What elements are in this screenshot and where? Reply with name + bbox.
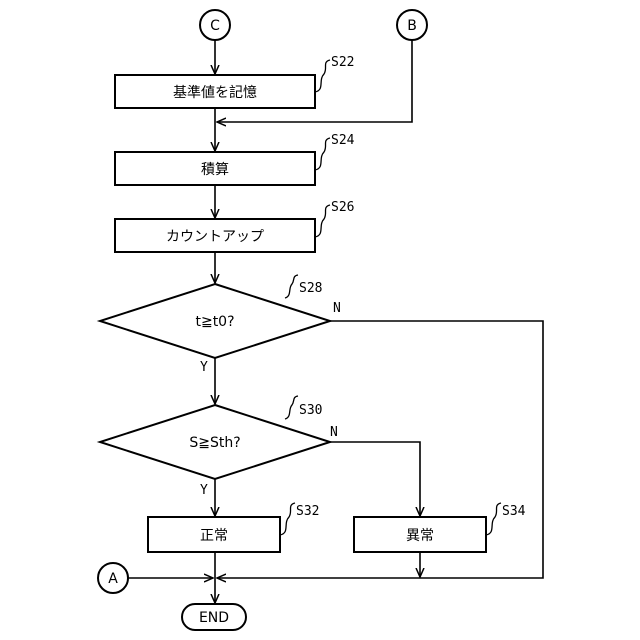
decision-s30-label: S≧Sth? [189, 435, 240, 451]
step-label-s34: S34 [502, 504, 526, 519]
process-s24: 積算 [115, 152, 315, 185]
s30-no-label: N [330, 425, 338, 440]
s28-no-label: N [333, 301, 341, 316]
step-label-s28: S28 [299, 281, 322, 296]
decision-s30: S≧Sth? [100, 405, 330, 479]
connector-c: C [200, 10, 230, 40]
process-s32-label: 正常 [200, 528, 228, 544]
process-s22-label: 基準値を記憶 [173, 84, 257, 101]
process-s34-label: 異常 [406, 528, 434, 544]
s28-yes-label: Y [200, 360, 208, 375]
process-s26-label: カウントアップ [166, 229, 264, 245]
decision-s28: t≧t0? [100, 284, 330, 358]
s24-leader [315, 138, 330, 170]
terminal-end-label: END [199, 610, 229, 626]
connector-b: B [397, 10, 427, 40]
step-label-s22: S22 [331, 55, 354, 70]
step-label-s26: S26 [331, 200, 354, 215]
connector-a: A [98, 563, 128, 593]
s22-leader [315, 60, 330, 92]
s28-leader [285, 275, 298, 298]
edge-s30-no [330, 442, 420, 516]
s30-yes-label: Y [200, 483, 208, 498]
step-label-s24: S24 [331, 133, 355, 148]
process-s26: カウントアップ [115, 219, 315, 252]
connector-b-label: B [407, 18, 417, 34]
s26-leader [315, 205, 330, 237]
terminal-end: END [182, 604, 246, 630]
s30-leader [285, 396, 298, 419]
process-s22: 基準値を記憶 [115, 75, 315, 108]
process-s32: 正常 [148, 517, 280, 552]
connector-a-label: A [108, 571, 118, 587]
step-label-s30: S30 [299, 403, 322, 418]
connector-c-label: C [210, 18, 220, 34]
s32-leader [280, 503, 295, 535]
s34-leader [486, 503, 501, 535]
step-label-s32: S32 [296, 504, 319, 519]
decision-s28-label: t≧t0? [195, 314, 234, 330]
process-s34: 異常 [354, 517, 486, 552]
process-s24-label: 積算 [201, 162, 229, 178]
